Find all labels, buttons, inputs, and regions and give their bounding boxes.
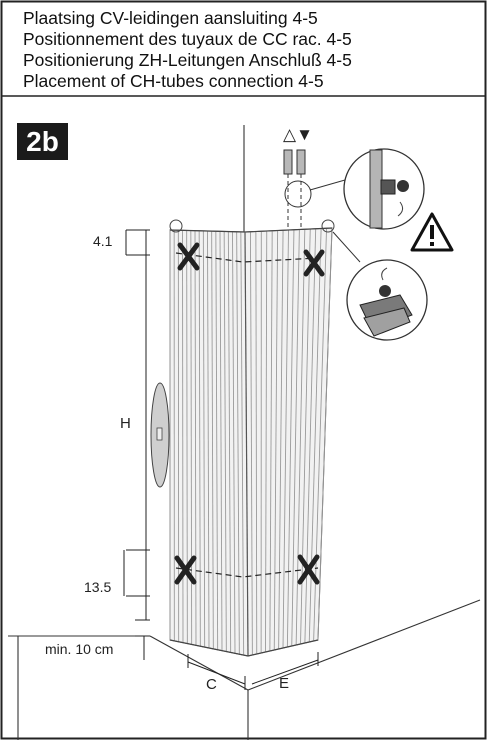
dimension-floor-clearance: min. 10 cm bbox=[45, 641, 113, 657]
dimension-width: E bbox=[279, 675, 289, 692]
radiator-pleat bbox=[313, 228, 328, 642]
header-line-nl: Plaatsing CV-leidingen aansluiting 4-5 bbox=[23, 8, 318, 28]
radiator-pleat bbox=[273, 230, 279, 651]
vertical-dimensions bbox=[123, 229, 150, 660]
radiator-pleat bbox=[269, 230, 273, 652]
radiator-pleat bbox=[291, 229, 300, 647]
radiator-pleat bbox=[249, 231, 253, 656]
radiator-pleat bbox=[232, 231, 236, 654]
radiator-pleat bbox=[194, 230, 197, 646]
radiator-pleat bbox=[282, 229, 289, 649]
radiator-pleat bbox=[219, 231, 223, 651]
radiator-pleat bbox=[240, 231, 245, 656]
warning-triangle-icon bbox=[410, 212, 454, 252]
header-line-de: Positionierung ZH-Leitungen Anschluß 4-5 bbox=[23, 50, 352, 70]
radiator-body bbox=[150, 219, 335, 657]
cross-mark-icon bbox=[174, 242, 325, 585]
radiator-pleat bbox=[255, 231, 258, 655]
radiator-pleat bbox=[265, 230, 268, 653]
header-line-en: Placement of CH-tubes connection 4-5 bbox=[23, 71, 324, 91]
flow-direction-symbols: △▼ bbox=[283, 125, 313, 144]
floor-dimensions bbox=[187, 652, 319, 690]
radiator-pleat bbox=[227, 231, 232, 653]
room-corner bbox=[8, 125, 481, 740]
dimension-top-offset: 4.1 bbox=[93, 233, 113, 249]
bracket-detail-icon bbox=[332, 231, 428, 341]
dimension-height: H bbox=[120, 415, 131, 432]
radiator-pleat bbox=[278, 230, 284, 650]
radiator-pleat bbox=[198, 230, 201, 647]
radiator-pleat bbox=[182, 230, 184, 643]
dimension-depth: C bbox=[206, 676, 217, 693]
radiator-pleat bbox=[215, 231, 219, 650]
supply-return-pipes bbox=[283, 149, 346, 228]
radiator-pleat bbox=[295, 229, 306, 646]
radiator-pleat bbox=[202, 230, 206, 648]
radiator-pleat bbox=[286, 229, 295, 648]
header-line-fr: Positionnement des tuyaux de CC rac. 4-5 bbox=[23, 29, 352, 49]
radiator-pleat bbox=[317, 227, 333, 641]
radiator-pleat bbox=[207, 230, 210, 649]
figure-badge: 2b bbox=[17, 123, 68, 160]
dimension-bottom-offset: 13.5 bbox=[84, 579, 111, 595]
radiator-pleat bbox=[211, 231, 214, 649]
radiator-pleat bbox=[236, 231, 240, 655]
radiator-pleat bbox=[223, 231, 227, 652]
pipe-valve-detail-icon bbox=[343, 148, 425, 230]
